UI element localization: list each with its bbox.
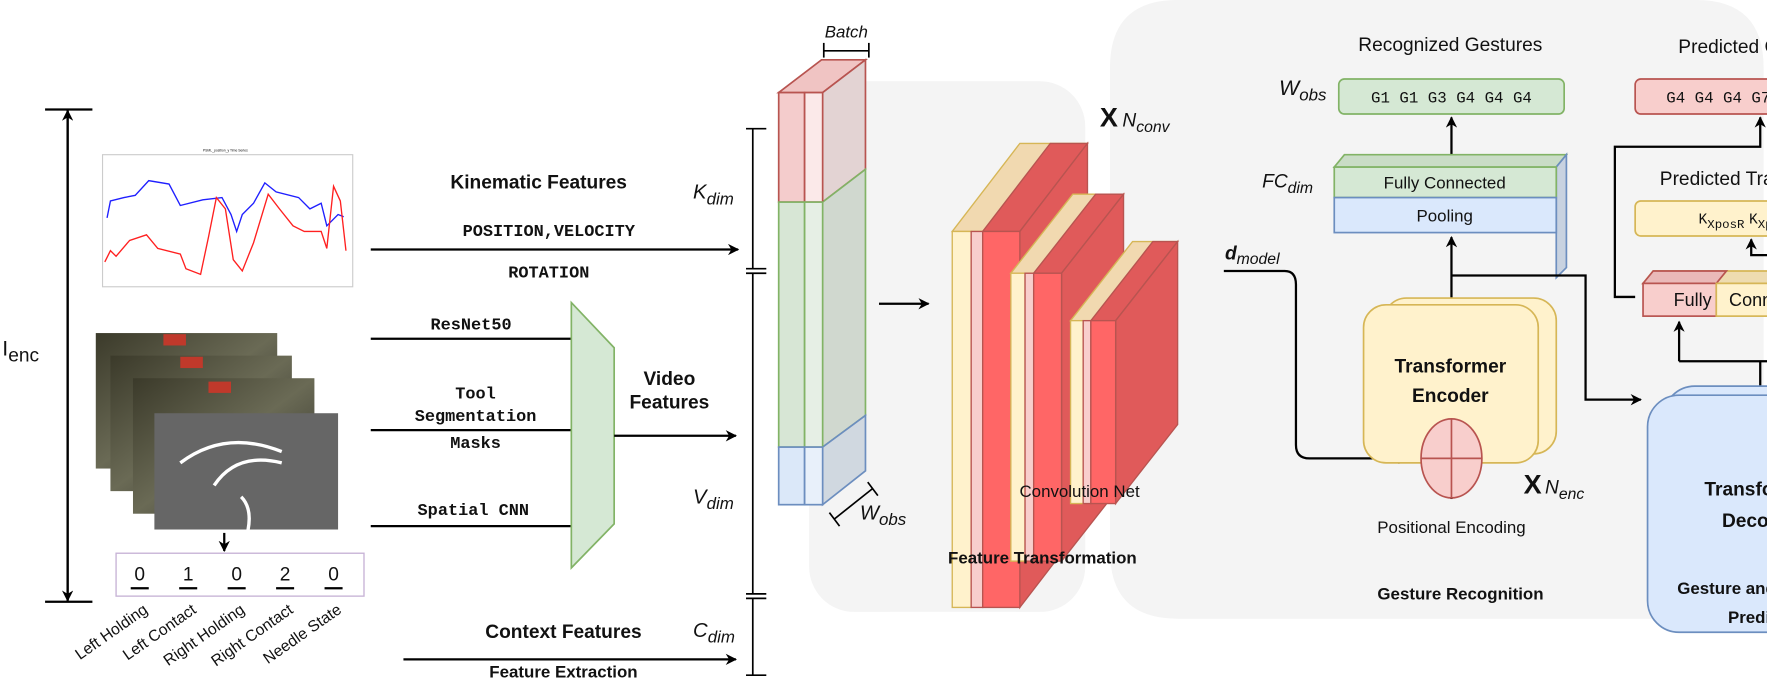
predicted-gestures-title: Predicted Gestures [1678,37,1767,58]
conv-layer-slice-red [1090,319,1117,505]
chart-series-blue [106,179,344,234]
trajectory-symbols: KXposRKXposL [1699,213,1767,233]
context-features-title: Context Features [485,622,641,643]
kinematic-line2: ROTATION [508,265,589,284]
video-frames [95,333,339,531]
predicted-trajectories-title: Predicted Trajectories [1660,169,1767,190]
pooling-label: Pooling [1417,206,1473,225]
positional-encoding-label: Positional Encoding [1377,518,1525,537]
batch-bracket [822,42,870,58]
context-label: Right Contact [208,601,296,670]
pred-fc-label-1: Fully [1674,290,1712,310]
kinematic-chart-thumbnail: PSML_position_y Time Series [101,148,354,288]
section-gesture-recognition: Gesture Recognition [1377,585,1543,604]
conv-layer-slice-yellow [1069,319,1084,505]
conv-layer [1069,239,1180,506]
video-features-title-2: Features [629,393,709,414]
predicted-gestures-sequence: G4 G4 G4 G7 G7 G7 [1666,90,1767,108]
prediction-fc-block [1641,270,1767,317]
section-prediction-1: Gesture and Trajectory [1677,579,1767,598]
predicted-trajectories-box [1634,200,1767,237]
chart-series-red [104,183,347,276]
conv-layers [950,141,1180,610]
encoder-label-1: Transformer [1394,357,1506,378]
masks-label: Masks [450,435,501,454]
feature-tensor [776,58,868,507]
batch-label: Batch [825,22,868,41]
section-feature-extraction: Feature Extraction [489,662,637,681]
fc-pooling-block [1332,152,1569,280]
decoder-label-2: Decoder [1722,511,1767,532]
conv-layer-slice-yellow [1010,272,1026,562]
fc-to-predicted-gestures-arrow [1613,116,1766,299]
pred-fc-label-2: Connected [1729,290,1767,310]
sequence-length-indicator: Ienc [2,108,93,603]
k-dim-label: Kdim [693,182,734,209]
encoder-label-2: Encoder [1412,386,1489,407]
transformer-encoder[interactable]: Transformer Encoder [1362,297,1558,464]
transformer-decoder[interactable]: Transformer Decoder [1646,385,1767,634]
recognition-fc-dim-label: FCdim [1262,171,1313,197]
recognized-gestures-title: Recognized Gestures [1358,35,1542,56]
c-dim-label: Cdim [693,620,735,647]
tool-label: Tool [455,386,496,405]
i-enc-label: Ienc [2,337,39,367]
video-features-title-1: Video [644,369,696,390]
w-obs-bracket [828,481,879,527]
conv-layer-slice-pink [1082,319,1092,505]
context-value: 0 [231,564,242,585]
section-feature-transformation: Feature Transformation [948,548,1137,567]
spatial-cnn-label: Spatial CNN [418,502,530,521]
context-value: 0 [328,564,339,585]
kinematic-line1: POSITION,VELOCITY [463,223,636,242]
recognized-gestures-box [1337,78,1566,115]
recognized-w-obs-label: Wobs [1279,76,1327,105]
encoder-to-decoder-arrow [1451,274,1642,406]
tensor-w-obs-label: Wobs [860,502,907,529]
fc-label: Fully Connected [1384,174,1506,193]
segmentation-label: Segmentation [415,408,537,427]
decoder-label-1: Transformer [1704,480,1767,501]
conv-net-label: Convolution Net [1019,482,1139,501]
conv-layer-slice-pink [1024,272,1035,562]
dimension-brackets [746,127,767,677]
predicted-gestures-box [1634,78,1767,115]
context-value: 2 [280,564,291,585]
context-value: 0 [134,564,145,585]
video-fusion-trapezoid [570,300,616,570]
conv-layer-slice-red [1032,272,1063,562]
d-model-label: dmodel [1225,244,1280,269]
section-prediction-2: Prediction [1728,608,1767,627]
fc-to-trajectories-arrow [1745,238,1767,257]
resnet50-label: ResNet50 [431,317,512,336]
kinematic-features-title: Kinematic Features [450,173,627,194]
chart-title: PSML_position_y Time Series [203,148,248,152]
recognized-gestures-sequence: G1 G1 G3 G4 G4 G4 [1371,90,1532,108]
context-value: 1 [183,564,194,585]
v-dim-label: Vdim [693,487,734,514]
d-model-arrow [1223,269,1410,465]
